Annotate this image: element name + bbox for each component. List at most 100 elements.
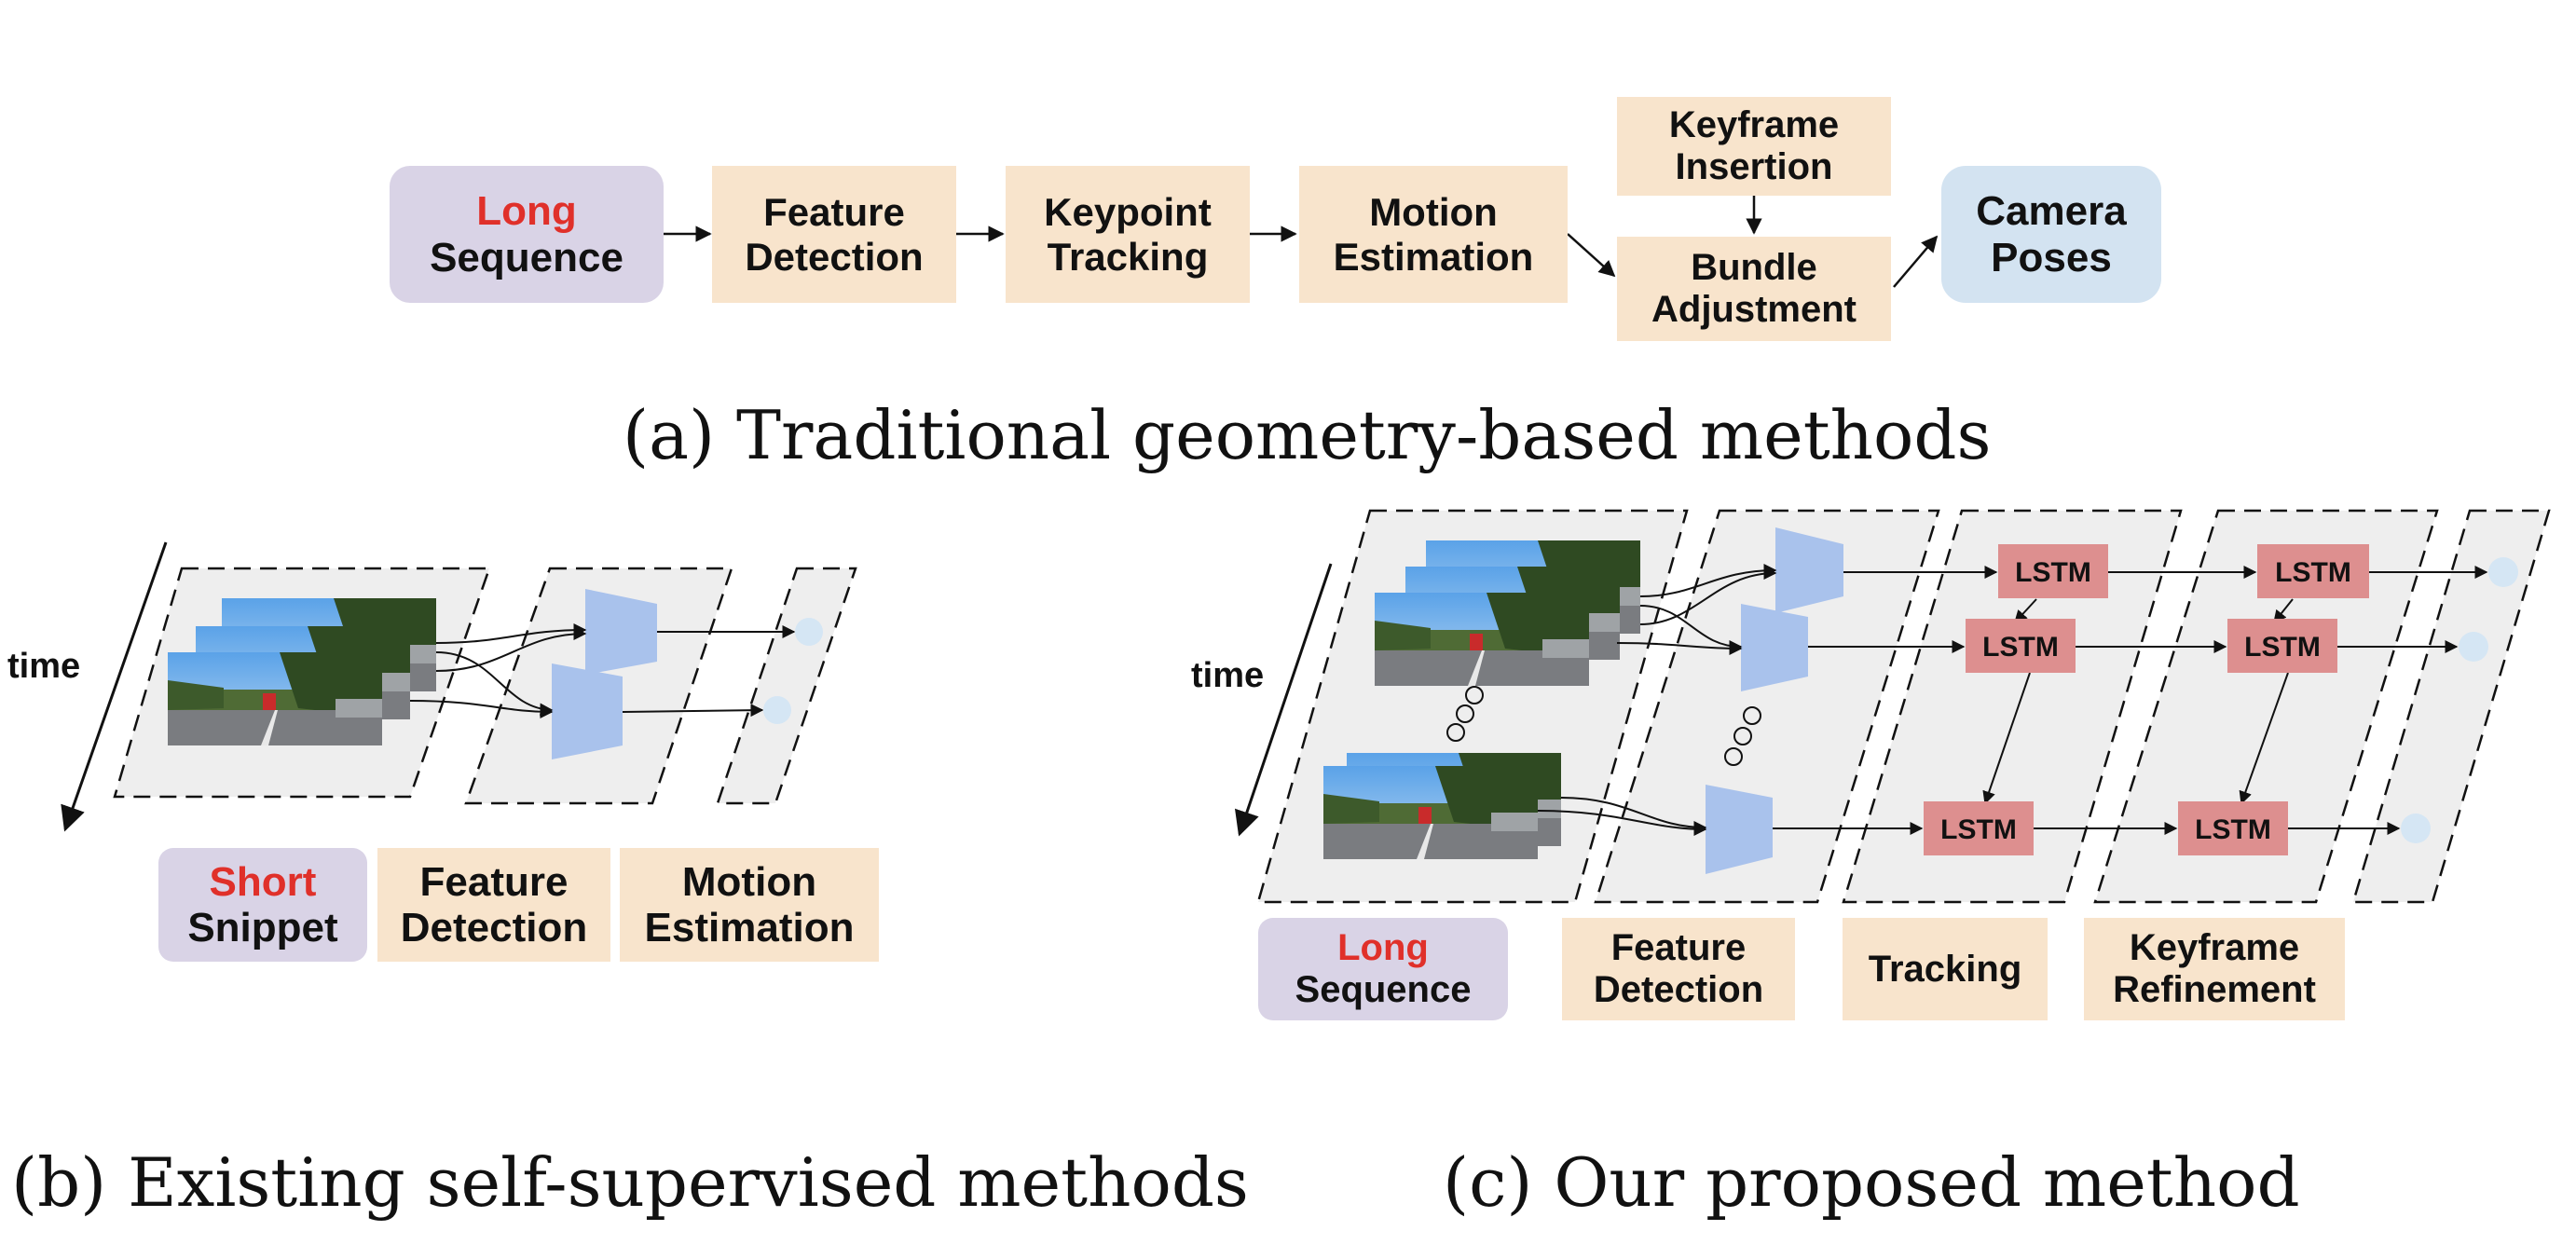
lstm-cell: LSTM (1966, 619, 2076, 673)
input-rest: Snippet (187, 905, 338, 950)
step-feature-detection-a: Feature Detection (712, 166, 956, 303)
stage-line2: Refinement (2113, 969, 2316, 1010)
time-label-b: time (7, 647, 80, 686)
caption-a: (a) Traditional geometry-based methods (623, 396, 1992, 474)
arrow-bundle-to-poses (1893, 235, 1939, 288)
stage-line1: Motion (681, 858, 817, 905)
output-region-c (2351, 509, 2551, 904)
step-line1: Keypoint (1044, 190, 1212, 235)
step-line1: Keyframe (1668, 104, 1840, 146)
frame-image (1323, 766, 1538, 859)
encoder-block (552, 663, 623, 759)
stage-feature-detection-b: Feature Detection (377, 848, 610, 962)
step-line2: Detection (745, 234, 924, 279)
stage-feature-detection-c: Feature Detection (1562, 918, 1795, 1020)
connector (2273, 598, 2294, 624)
input-long-sequence-a: Long Sequence (390, 166, 664, 303)
encoder-block (585, 589, 657, 675)
step-line2: Estimation (1333, 234, 1534, 279)
connector (409, 700, 554, 718)
output-region-b (716, 567, 857, 805)
connector (1616, 641, 1743, 655)
connector (1537, 810, 1707, 836)
output-node (2401, 814, 2431, 843)
output-camera-poses-a: Camera Poses (1941, 166, 2161, 303)
lstm-cell: LSTM (2178, 801, 2288, 855)
step-bundle-adjustment-a: Bundle Adjustment (1617, 237, 1891, 341)
connector (1639, 567, 1777, 625)
encoder-region-c (1594, 509, 1940, 904)
step-line1: Feature (763, 190, 905, 235)
time-label-c: time (1191, 656, 1264, 695)
input-rest: Sequence (1295, 969, 1472, 1010)
stage-line1: Tracking (1868, 948, 2022, 990)
stage-motion-estimation-b: Motion Estimation (620, 848, 879, 962)
step-motion-estimation-a: Motion Estimation (1299, 166, 1568, 303)
step-keypoint-tracking-a: Keypoint Tracking (1006, 166, 1250, 303)
output-node (2488, 557, 2518, 587)
lstm-cell: LSTM (2227, 619, 2337, 673)
frame-image (168, 652, 382, 745)
arrow-motion-to-bundle (1567, 233, 1616, 278)
input-highlight: Short (209, 858, 317, 905)
connector (1639, 605, 1743, 653)
stage-line1: Keyframe (2129, 927, 2300, 969)
output-line1: Camera (1976, 188, 2127, 235)
frame-stack-c-bottom (1323, 753, 1561, 859)
output-node (795, 618, 823, 646)
connector (2014, 598, 2037, 624)
step-line1: Motion (1369, 190, 1498, 235)
lstm-cell: LSTM (1924, 801, 2034, 855)
time-axis-c (1234, 563, 1333, 837)
step-line2: Adjustment (1651, 289, 1857, 330)
step-line1: Bundle (1691, 247, 1817, 289)
connector (435, 651, 554, 717)
lstm-label: LSTM (2195, 814, 2271, 845)
caption-c: (c) Our proposed method (1443, 1143, 2300, 1222)
panel-b-diagram (61, 541, 857, 832)
encoder-block (1775, 527, 1843, 613)
input-short-snippet-b: Short Snippet (158, 848, 367, 962)
input-long-sequence-c: Long Sequence (1258, 918, 1508, 1020)
stage-line2: Detection (400, 905, 588, 950)
ellipsis-dots (1446, 686, 1761, 766)
lstm-label: LSTM (2244, 632, 2321, 663)
output-node (763, 696, 791, 724)
step-line2: Tracking (1047, 234, 1209, 279)
stage-keyframe-refinement-c: Keyframe Refinement (2084, 918, 2345, 1020)
connector (435, 627, 587, 672)
time-axis-b (61, 541, 168, 832)
connector (2239, 672, 2289, 805)
lstm-cells: LSTM LSTM LSTM LSTM LSTM (1924, 544, 2369, 855)
output-node (2459, 632, 2488, 662)
connector (622, 704, 764, 718)
input-highlight: Long (1337, 927, 1429, 969)
lstm-label: LSTM (1982, 632, 2059, 663)
output-line2: Poses (1991, 234, 2112, 280)
connector (1982, 672, 2031, 805)
frame-image (1375, 593, 1589, 686)
lstm-label: LSTM (2275, 557, 2351, 588)
encoder-block (1741, 604, 1808, 691)
lstm-label: LSTM (2015, 557, 2091, 588)
input-rest: Sequence (430, 234, 623, 280)
step-keyframe-insertion-a: Keyframe Insertion (1617, 97, 1891, 196)
step-line2: Insertion (1675, 146, 1833, 187)
input-highlight: Long (476, 188, 577, 235)
lstm-cell: LSTM (1998, 544, 2108, 598)
lstm-label: LSTM (1940, 814, 2017, 845)
stage-line2: Estimation (644, 905, 855, 950)
stage-line1: Feature (419, 858, 569, 905)
stage-line2: Detection (1593, 969, 1764, 1010)
stage-line1: Feature (1610, 927, 1747, 969)
panel-a-arrows (664, 196, 1939, 288)
panel-c-diagram: LSTM LSTM LSTM LSTM LSTM (1234, 509, 2551, 904)
caption-b: (b) Existing self-supervised methods (11, 1143, 1249, 1222)
lstm-cell: LSTM (2257, 544, 2369, 598)
stage-tracking-c: Tracking (1843, 918, 2048, 1020)
connector (1560, 797, 1707, 834)
connector (435, 623, 587, 644)
encoder-block (1706, 785, 1773, 874)
